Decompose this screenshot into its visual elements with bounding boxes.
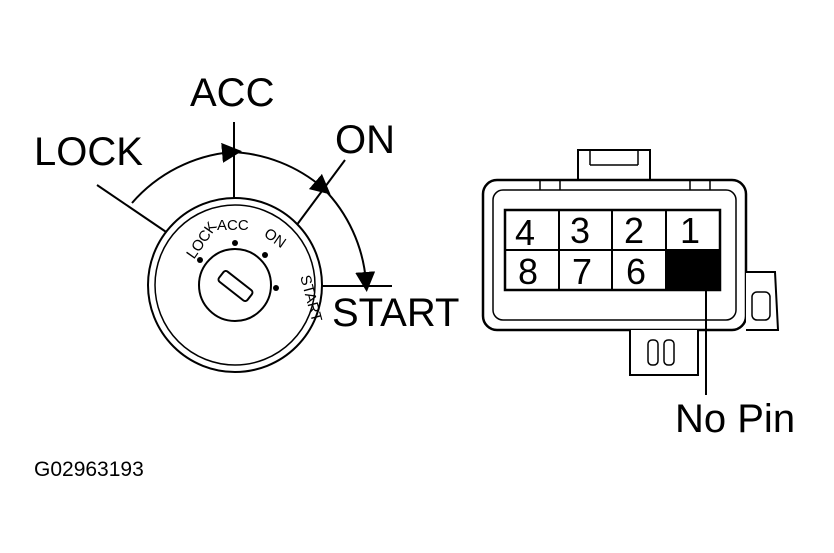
start-label: START xyxy=(332,291,459,335)
on-dot xyxy=(262,252,268,258)
rotation-arc-2 xyxy=(231,151,331,195)
start-dot xyxy=(273,285,279,291)
pin-8: 8 xyxy=(518,251,538,292)
pin-3: 3 xyxy=(570,210,590,251)
lock-dot xyxy=(197,257,203,263)
connector-housing-inner xyxy=(492,189,737,321)
acc-label: ACC xyxy=(190,71,274,115)
ignition-switch: LOCK ACC ON START LOCK ACC ON START xyxy=(34,71,459,373)
no-pin-cavity xyxy=(666,250,720,290)
no-pin-label: No Pin xyxy=(675,397,795,441)
on-leader-line xyxy=(295,159,346,227)
key-slot xyxy=(217,270,254,303)
pin-4: 4 xyxy=(515,212,535,253)
lock-leader-line xyxy=(96,184,176,239)
pin-7: 7 xyxy=(572,251,592,292)
lock-label: LOCK xyxy=(34,130,143,174)
face-label-acc: ACC xyxy=(217,217,249,234)
on-label: ON xyxy=(335,118,395,162)
connector: 4 3 2 1 8 7 6 No Pin xyxy=(481,149,795,441)
pin-1: 1 xyxy=(680,210,700,251)
pin-2: 2 xyxy=(624,210,644,251)
rotation-arc-3 xyxy=(322,187,376,292)
pin-6: 6 xyxy=(626,251,646,292)
switch-inner-ring xyxy=(154,204,316,366)
connector-side-tab xyxy=(746,271,780,331)
rotation-arc xyxy=(131,142,242,204)
acc-dot xyxy=(232,240,238,246)
figure-code: G02963193 xyxy=(34,458,144,481)
